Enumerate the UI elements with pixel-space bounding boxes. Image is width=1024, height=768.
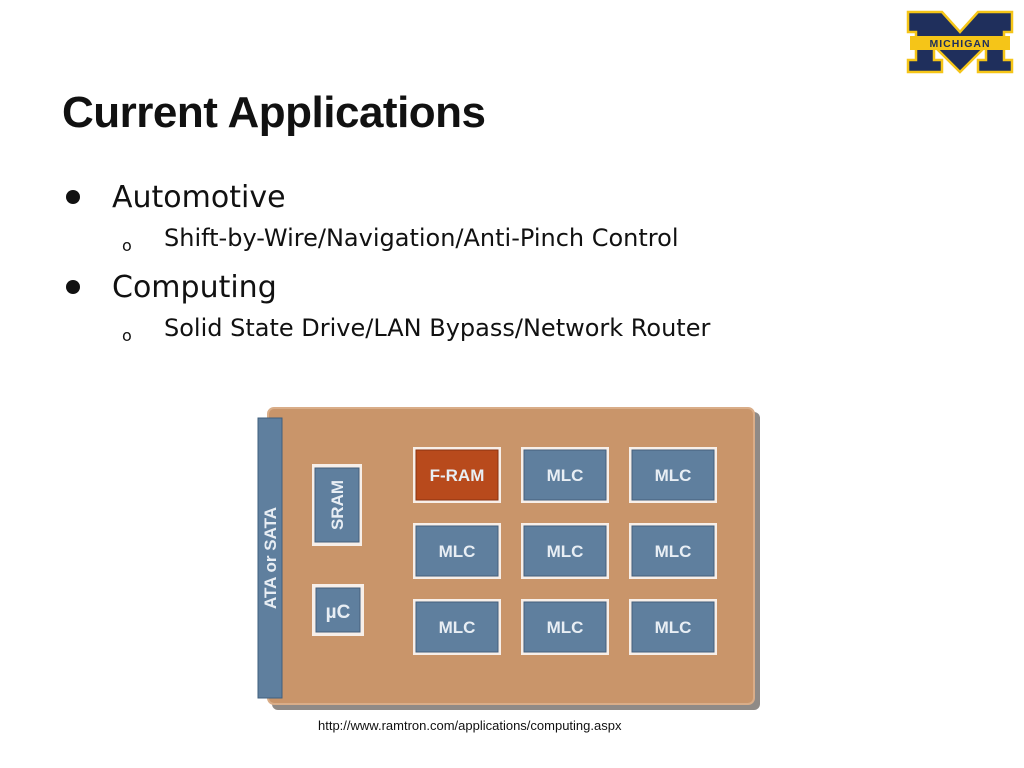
mlc-chip: MLC — [629, 523, 717, 579]
bullet-label: Computing — [112, 270, 277, 305]
mlc-chip: MLC — [521, 523, 609, 579]
michigan-logo: MICHIGAN — [906, 10, 1014, 74]
sub-bullet-item: o Solid State Drive/LAN Bypass/Network R… — [62, 314, 962, 366]
chip-body — [415, 525, 499, 577]
bullet-item: Automotive — [62, 180, 962, 232]
logo-text: MICHIGAN — [929, 38, 990, 50]
chip-label: MLC — [547, 542, 584, 561]
chip-body — [415, 601, 499, 653]
chip-body — [523, 601, 607, 653]
chip-label: MLC — [439, 618, 476, 637]
chip-body — [631, 601, 715, 653]
microcontroller-label: µC — [326, 602, 351, 623]
source-url: http://www.ramtron.com/applications/comp… — [318, 718, 622, 733]
chip-body — [415, 449, 499, 501]
chip-label: MLC — [439, 542, 476, 561]
sub-bullet-label: Shift-by-Wire/Navigation/Anti-Pinch Cont… — [164, 224, 679, 252]
microcontroller-chip: µC — [312, 584, 364, 636]
chip-body — [631, 525, 715, 577]
bullet-dot-icon — [66, 280, 80, 294]
sub-bullet-item: o Shift-by-Wire/Navigation/Anti-Pinch Co… — [62, 224, 962, 276]
mlc-chip: MLC — [413, 599, 501, 655]
chip-label: MLC — [655, 466, 692, 485]
sub-bullet-circle-icon: o — [122, 326, 132, 345]
memory-chip-grid: F-RAM MLC MLC MLC MLC MLC MLC MLC MLC — [413, 447, 717, 655]
fram-chip: F-RAM — [413, 447, 501, 503]
mlc-chip: MLC — [413, 523, 501, 579]
chip-label: F-RAM — [430, 466, 485, 485]
chip-label: MLC — [655, 618, 692, 637]
ata-sata-label: ATA or SATA — [261, 507, 280, 609]
bullet-item: Computing — [62, 270, 962, 322]
bullet-label: Automotive — [112, 180, 286, 215]
chip-body — [523, 525, 607, 577]
ssd-board-diagram: ATA or SATA SRAM µC F-RAM MLC MLC MLC MLC MLC… — [257, 407, 760, 710]
page-title: Current Applications — [62, 88, 486, 137]
mlc-chip: MLC — [629, 447, 717, 503]
mlc-chip: MLC — [521, 599, 609, 655]
chip-label: MLC — [655, 542, 692, 561]
mlc-chip: MLC — [521, 447, 609, 503]
sram-label: SRAM — [328, 480, 347, 530]
bullet-list: Automotive o Shift-by-Wire/Navigation/An… — [62, 180, 962, 366]
chip-label: MLC — [547, 618, 584, 637]
sub-bullet-label: Solid State Drive/LAN Bypass/Network Rou… — [164, 314, 711, 342]
mlc-chip: MLC — [629, 599, 717, 655]
chip-label: MLC — [547, 466, 584, 485]
chip-body — [523, 449, 607, 501]
chip-body — [631, 449, 715, 501]
sub-bullet-circle-icon: o — [122, 236, 132, 255]
sram-chip: SRAM — [312, 464, 362, 546]
bullet-dot-icon — [66, 190, 80, 204]
ata-sata-connector — [257, 417, 283, 699]
